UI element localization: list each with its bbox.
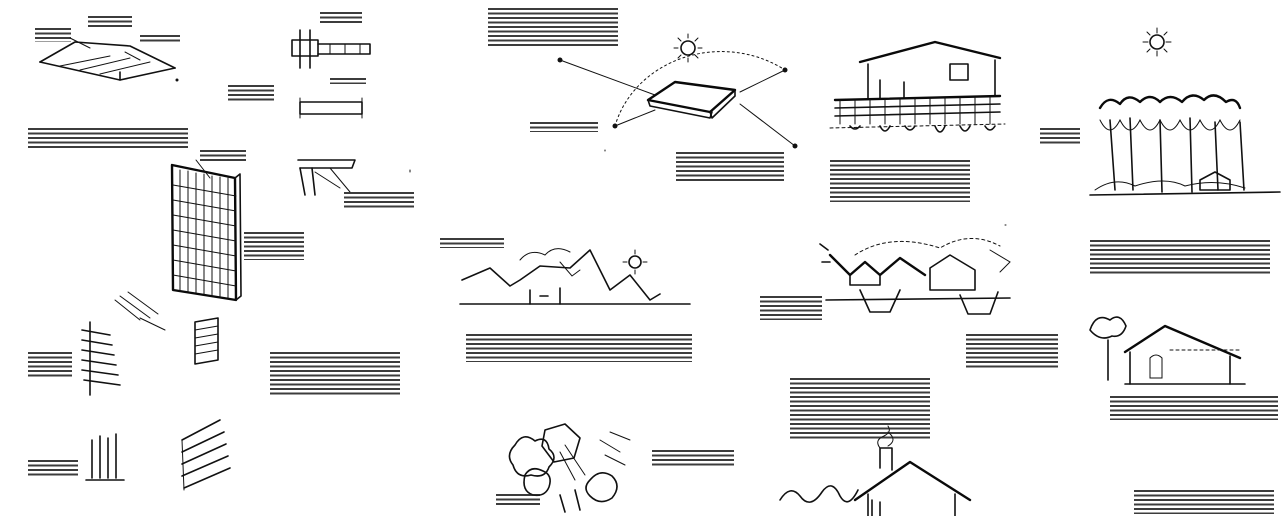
stilt-house-sketch-icon <box>830 42 1005 132</box>
caption-house-shade-label <box>966 334 1058 370</box>
caption-terrain-label <box>440 238 504 248</box>
louver-sketch-icon <box>82 292 218 395</box>
caption-beam-label <box>320 12 362 24</box>
caption-house-shade-description <box>1110 396 1278 420</box>
terrain-wind-sketch-icon <box>460 249 690 304</box>
shaded-house-sketch-icon <box>1090 317 1245 384</box>
lattice-panel-sketch-icon <box>172 160 241 300</box>
caption-stilt-description <box>830 160 970 202</box>
caption-trees-label <box>496 494 540 506</box>
caption-beam-label-3 <box>330 78 366 84</box>
caption-frame-description <box>344 192 414 210</box>
caption-terrain-description <box>466 334 692 362</box>
caption-orientation-label <box>530 122 598 132</box>
caption-protection-description <box>790 378 930 440</box>
caption-orientation-description <box>676 152 784 182</box>
caption-tree-shade-label <box>1040 128 1080 146</box>
caption-boards-label <box>28 460 78 478</box>
caption-roof-description <box>28 128 188 148</box>
caption-orientation-text <box>488 8 618 48</box>
caption-roof-labels-3 <box>140 35 180 43</box>
caption-tree-shade-description <box>1090 240 1270 276</box>
caption-bottom-right-description <box>1134 490 1274 514</box>
frame-detail-sketch-icon <box>298 160 355 195</box>
caption-panel-description <box>244 232 304 260</box>
caption-panel-label <box>200 150 246 162</box>
roof-overhang-sketch-icon <box>40 38 179 82</box>
caption-louver-description <box>270 352 400 396</box>
board-wall-sketch-icon <box>86 420 230 490</box>
ventilation-sketch-icon <box>820 238 1010 314</box>
caption-beam-label-2 <box>228 85 274 101</box>
caption-louver-label <box>28 352 72 378</box>
beam-joint-sketch-icon <box>292 30 370 118</box>
caption-roof-labels-2 <box>88 16 132 28</box>
tree-shade-sketch-icon <box>1090 28 1280 195</box>
caption-trees-description <box>652 450 734 466</box>
caption-roof-labels <box>35 28 71 42</box>
caption-ventilation-label <box>760 296 822 320</box>
